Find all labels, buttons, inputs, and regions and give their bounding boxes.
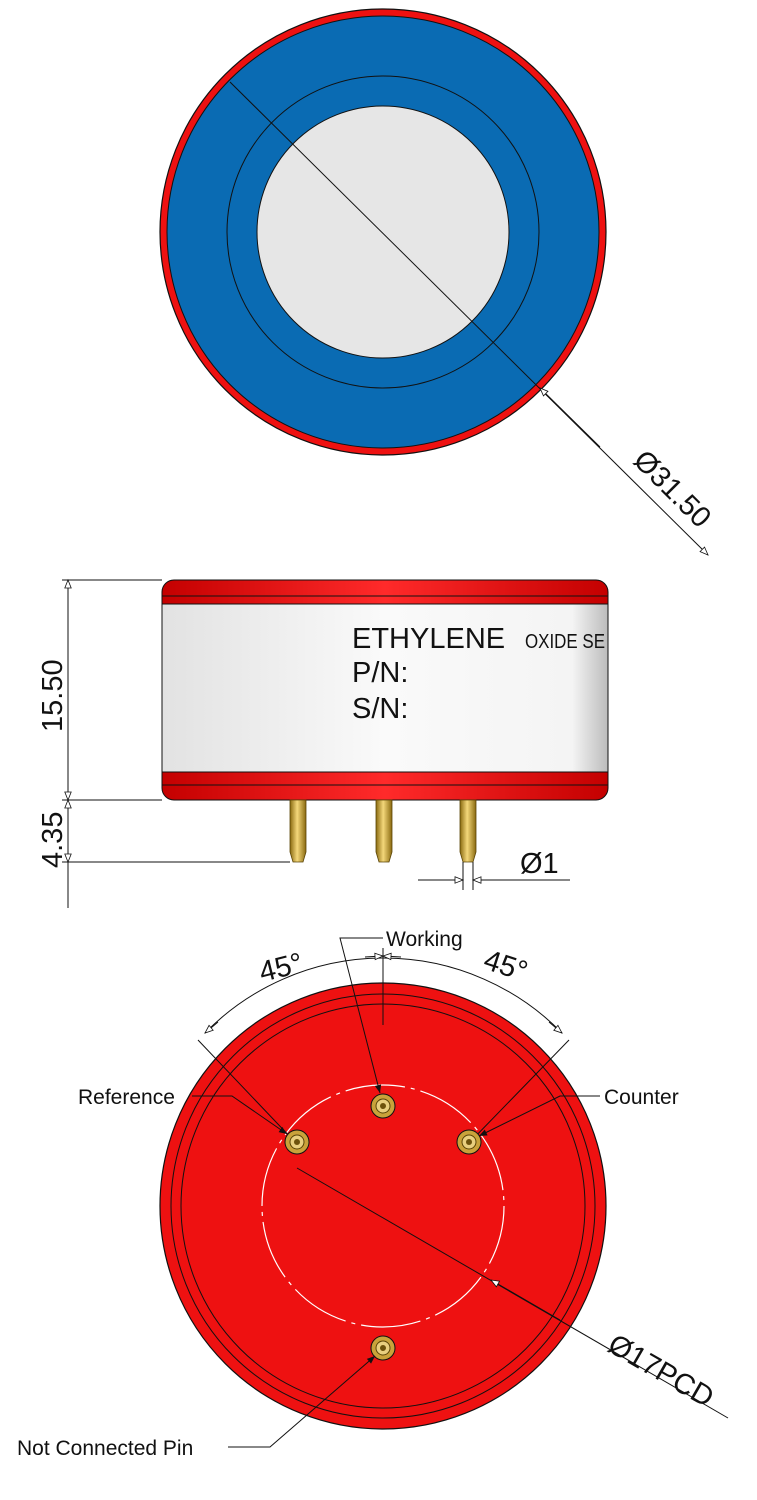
angle-arrow-left-end: [204, 1021, 219, 1034]
pin-length-label: 4.35: [37, 812, 69, 868]
side-pin-right: [459, 799, 477, 863]
sticker-line1: ETHYLENE: [352, 623, 505, 655]
angle-ref-left: [197, 1039, 296, 1143]
bottom-pin-not-connected: [370, 1335, 396, 1361]
angle-right-label: 45°: [480, 944, 532, 988]
bottom-pin-working: [370, 1093, 396, 1119]
reference-leader: [192, 1095, 288, 1135]
top-membrane: [256, 105, 510, 359]
pcd-label: Ø17PCD: [603, 1328, 719, 1414]
counter-label: Counter: [604, 1086, 679, 1109]
angle-arrow-right-end: [548, 1021, 563, 1034]
top-diameter-arrow: [539, 387, 601, 448]
height-label: 15.50: [37, 659, 69, 732]
not-connected-label: Not Connected Pin: [17, 1437, 193, 1460]
sticker-line1-small: OXIDE SE: [525, 631, 605, 653]
angle-left-label: 45°: [256, 947, 306, 989]
reference-label: Reference: [78, 1086, 175, 1109]
working-leader: [339, 937, 383, 1094]
bottom-outer: [159, 982, 607, 1430]
bottom-pin-reference: [284, 1129, 310, 1155]
side-pin-left: [289, 799, 307, 863]
pcd-circle: [261, 1084, 505, 1328]
side-pin-middle: [375, 799, 393, 863]
top-diameter-label: Ø31.50: [627, 444, 717, 534]
sticker-line3: S/N:: [352, 693, 408, 725]
sticker-line1-main: ETHYLENE: [352, 623, 505, 655]
not-connected-leader: [228, 1355, 376, 1448]
top-diameter-line: [229, 81, 709, 556]
pcd-dim-arrow: [490, 1279, 561, 1321]
side-view: ETHYLENE OXIDE SE P/N: S/N: 15.50 4.35 Ø…: [37, 578, 609, 908]
bottom-view: 45° 45° Working Reference Count: [17, 928, 729, 1460]
side-sticker: [161, 603, 609, 773]
counter-leader: [478, 1095, 600, 1137]
angle-arrow-center-l: [364, 952, 385, 961]
angle-ref-right: [469, 1039, 570, 1143]
top-inner-ring: [226, 75, 540, 389]
sticker-line2: P/N:: [352, 657, 408, 689]
side-pins: [289, 799, 477, 863]
bottom-pin-counter: [456, 1129, 482, 1155]
top-view: Ø31.50: [159, 8, 717, 556]
angle-arrow-center-r: [381, 952, 402, 961]
pin-diameter-label: Ø1: [520, 848, 559, 880]
working-label: Working: [386, 928, 463, 951]
